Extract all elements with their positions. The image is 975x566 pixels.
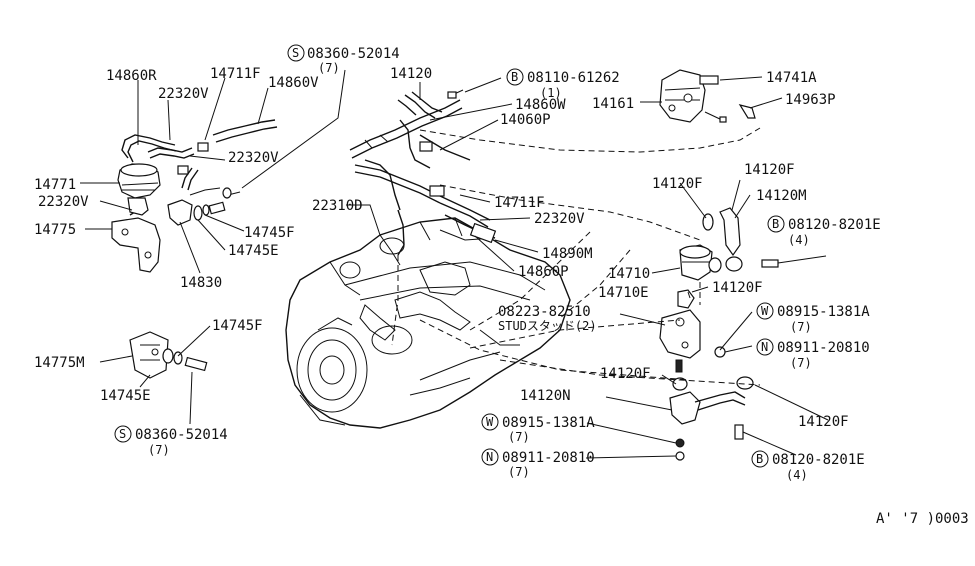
label-stud-desc: STUDスタッド(2) (498, 319, 597, 333)
b-marker-top (506, 68, 524, 86)
label-14711F-b: 14711F (494, 195, 545, 211)
b-marker-top-letter: B (511, 70, 518, 84)
w-marker-low-letter: W (486, 415, 494, 429)
label-nut-08911-mid: 08911-20810 (777, 340, 870, 356)
label-14860P: 14860P (518, 264, 569, 280)
label-22320V-d: 22320V (534, 211, 585, 227)
label-14745F-b: 14745F (212, 318, 263, 334)
solenoid-valve (659, 69, 756, 123)
label-nut-08911-low: 08911-20810 (502, 450, 595, 466)
s-marker-top-letter: S (292, 46, 299, 60)
label-14860V: 14860V (268, 75, 319, 91)
label-stud-08223: 08223-82510 (498, 304, 591, 320)
label-14745F-a: 14745F (244, 225, 295, 241)
label-14710E: 14710E (598, 285, 649, 301)
b-marker-right2-letter: B (756, 452, 763, 466)
label-14890M: 14890M (542, 246, 593, 262)
label-14745E-a: 14745E (228, 243, 279, 259)
label-washer-08915-low: 08915-1381A (502, 415, 595, 431)
part-labels: 14860R 14711F 22320V 14860V 22320V 14771… (34, 44, 969, 527)
label-bolt-08120-a: 08120-8201E (788, 217, 881, 233)
label-14710: 14710 (608, 266, 650, 282)
label-14120F-a: 14120F (652, 176, 703, 192)
label-bolt-08360-top-qty: (7) (318, 61, 340, 75)
label-bolt-08120-b-qty: (4) (786, 468, 808, 482)
egr-valve-group (659, 207, 779, 461)
label-14711F-a: 14711F (210, 66, 261, 82)
label-bolt-08360-top: 08360-52014 (307, 46, 400, 62)
label-14120M: 14120M (756, 188, 807, 204)
label-bolt-08360-low: 08360-52014 (135, 427, 228, 443)
label-14830: 14830 (180, 275, 222, 291)
label-22320V-b: 22320V (228, 150, 279, 166)
vacuum-assembly (111, 119, 278, 273)
lower-left-bracket (129, 331, 208, 379)
label-14120N: 14120N (520, 388, 571, 404)
label-bolt-08120-a-qty: (4) (788, 233, 810, 247)
n-marker-low-letter: N (486, 450, 493, 464)
label-14860R: 14860R (106, 68, 157, 84)
figure-code: A' '7 )0003 (876, 511, 969, 527)
w-marker-mid (756, 302, 774, 320)
label-22320V-a: 22320V (158, 86, 209, 102)
label-bolt-08110-qty: (1) (540, 86, 562, 100)
s-marker-top (287, 44, 305, 62)
label-14745E-b: 14745E (100, 388, 151, 404)
label-14120: 14120 (390, 66, 432, 82)
w-marker-low (481, 413, 499, 431)
b-marker-right1 (767, 215, 785, 233)
label-14120F-c: 14120F (712, 280, 763, 296)
n-marker-mid (756, 338, 774, 356)
fuel-line-assembly (349, 89, 497, 256)
label-washer-08915-low-qty: (7) (508, 430, 530, 444)
label-bolt-08110: 08110-61262 (527, 70, 620, 86)
label-22310D: 22310D (312, 198, 363, 214)
s-marker-low-letter: S (119, 427, 126, 441)
label-bolt-08360-low-qty: (7) (148, 443, 170, 457)
label-22320V-c: 22320V (38, 194, 89, 210)
label-bolt-08120-b: 08120-8201E (772, 452, 865, 468)
label-washer-08915-mid-qty: (7) (790, 320, 812, 334)
label-14120F-b: 14120F (744, 162, 795, 178)
b-marker-right1-letter: B (772, 217, 779, 231)
label-14963P: 14963P (785, 92, 836, 108)
dashed-guides (391, 127, 761, 386)
leader-lines (80, 69, 829, 459)
label-14060P: 14060P (500, 112, 551, 128)
label-nut-08911-low-qty: (7) (508, 465, 530, 479)
label-14860W: 14860W (515, 97, 566, 113)
n-marker-low (481, 448, 499, 466)
label-14775: 14775 (34, 222, 76, 238)
label-nut-08911-mid-qty: (7) (790, 356, 812, 370)
label-14741A: 14741A (766, 70, 817, 86)
label-14775M: 14775M (34, 355, 85, 371)
w-marker-mid-letter: W (761, 304, 769, 318)
n-marker-mid-letter: N (761, 340, 768, 354)
label-14161: 14161 (592, 96, 634, 112)
label-14120F-d: 14120F (600, 366, 651, 382)
label-14120F-e: 14120F (798, 414, 849, 430)
label-washer-08915-mid: 08915-1381A (777, 304, 870, 320)
b-marker-right2 (751, 450, 769, 468)
s-marker-low (114, 425, 132, 443)
label-14771: 14771 (34, 177, 76, 193)
